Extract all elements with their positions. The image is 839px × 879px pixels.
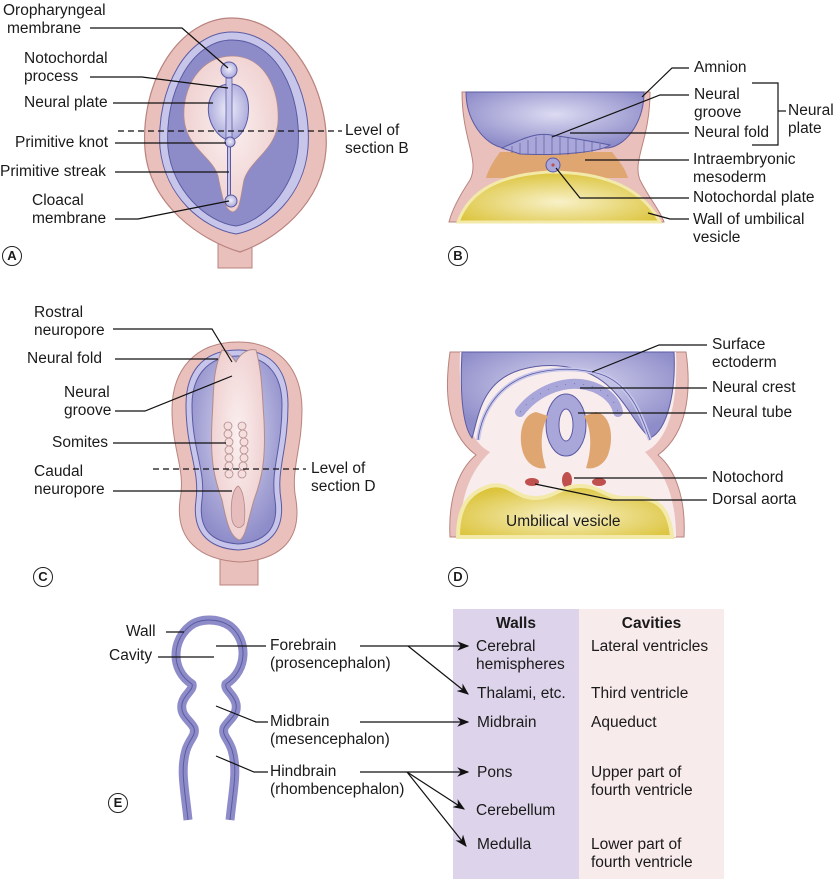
table-header-cavities: Cavities — [621, 615, 682, 632]
panel-e-drawing — [158, 615, 268, 821]
label-amnion: Amnion — [694, 59, 747, 76]
panel-b-drawing — [448, 67, 786, 224]
panel-letter-c: C — [33, 567, 53, 587]
label-primitive-streak: Primitive streak — [0, 163, 106, 180]
panel-letter-e: E — [108, 793, 128, 813]
panel-c-drawing — [113, 328, 306, 586]
label-oropharyngeal-membrane: Oropharyngeal membrane — [3, 2, 106, 37]
label-intraembryonic-mesoderm: Intraembryonic mesoderm — [693, 151, 796, 186]
label-caudal-neuropore: Caudal neuropore — [34, 463, 105, 498]
panel-e-arrows — [360, 641, 470, 847]
label-surface-ectoderm: Surface ectoderm — [712, 336, 777, 371]
panel-a-cloacal-membrane — [224, 194, 238, 208]
table-wall-cerebral-hemispheres: Cerebral hemispheres — [476, 638, 565, 673]
label-neural-crest: Neural crest — [712, 379, 796, 396]
label-wall-of-umbilical-vesicle: Wall of umbilical vesicle — [693, 211, 805, 246]
panel-c-caudal-neuropore — [230, 485, 246, 528]
table-cavity-aqueduct: Aqueduct — [591, 714, 657, 731]
table-cavity-lateral-ventricles: Lateral ventricles — [591, 638, 709, 655]
panel-a-drawing — [90, 17, 342, 269]
panel-b-neural-plate — [500, 133, 612, 156]
label-neural-groove-b: Neural groove — [694, 86, 742, 121]
panel-d-notochord — [562, 472, 572, 488]
label-neural-plate-a: Neural plate — [24, 94, 108, 111]
label-umbilical-vesicle: Umbilical vesicle — [506, 513, 621, 530]
panel-d-dorsal-aorta-right — [592, 478, 606, 486]
panel-letter-d: D — [448, 567, 468, 587]
label-somites: Somites — [52, 434, 108, 451]
label-notochord: Notochord — [712, 469, 784, 486]
panel-d-mesoderm-left — [520, 412, 548, 469]
panel-b-umbilical-vesicle — [455, 170, 663, 224]
label-dorsal-aorta: Dorsal aorta — [712, 491, 797, 508]
panel-e-leaders — [158, 631, 268, 773]
label-rostral-neuropore: Rostral neuropore — [34, 304, 105, 339]
panel-d-neural-crest — [515, 378, 623, 417]
panel-c-somites — [223, 421, 249, 479]
table-wall-midbrain: Midbrain — [477, 714, 537, 731]
label-cloacal-membrane: Cloacal membrane — [32, 192, 107, 227]
panel-d-amnion-cavity — [460, 351, 675, 440]
label-notochordal-plate: Notochordal plate — [693, 189, 815, 206]
panel-a-primitive-knot — [224, 136, 236, 148]
panel-c-leaders — [113, 328, 306, 492]
table-wall-cerebellum: Cerebellum — [476, 802, 556, 819]
label-level-of-section-d: Level of section D — [311, 460, 376, 495]
label-neural-plate-b: Neural plate — [788, 102, 834, 137]
panel-b-leaders — [551, 67, 786, 220]
label-neural-groove-c: Neural groove — [64, 384, 112, 419]
label-level-of-section-b: Level of section B — [345, 122, 409, 157]
label-notochordal-process: Notochordal process — [24, 50, 108, 85]
panel-c-embryo — [211, 349, 265, 541]
brain-vesicles-wall — [171, 615, 248, 821]
label-primitive-knot: Primitive knot — [15, 134, 109, 151]
table-cavity-third-ventricle: Third ventricle — [591, 685, 689, 702]
panel-d-leaders — [534, 344, 707, 501]
table-walls-column — [453, 609, 579, 879]
panel-d-drawing — [446, 344, 707, 539]
table-cavity-upper-fourth-ventricle: Upper part of fourth ventricle — [591, 764, 693, 799]
panel-b-neural-plate-stripes — [511, 135, 601, 155]
label-hindbrain: Hindbrain (rhombencephalon) — [270, 763, 405, 798]
table-cavities-column — [579, 609, 724, 879]
panel-d-mesoderm-right — [584, 412, 612, 469]
table-header-walls: Walls — [496, 615, 536, 632]
table-wall-pons: Pons — [477, 764, 513, 781]
label-neural-fold-c: Neural fold — [27, 350, 102, 367]
panel-letter-b: B — [448, 246, 468, 266]
panel-letter-a: A — [2, 246, 22, 266]
table-cavity-lower-fourth-ventricle: Lower part of fourth ventricle — [591, 836, 693, 871]
table-wall-medulla: Medulla — [477, 836, 532, 853]
label-midbrain: Midbrain (mesencephalon) — [270, 713, 390, 748]
table-wall-thalami: Thalami, etc. — [477, 685, 566, 702]
label-cavity: Cavity — [109, 647, 153, 664]
panel-b-amnion-cavity — [465, 91, 645, 149]
panel-a-leaders — [90, 27, 342, 220]
label-forebrain: Forebrain (prosencephalon) — [270, 637, 391, 672]
label-neural-fold-b: Neural fold — [694, 124, 769, 141]
label-neural-tube: Neural tube — [712, 404, 793, 421]
label-wall: Wall — [126, 623, 156, 640]
